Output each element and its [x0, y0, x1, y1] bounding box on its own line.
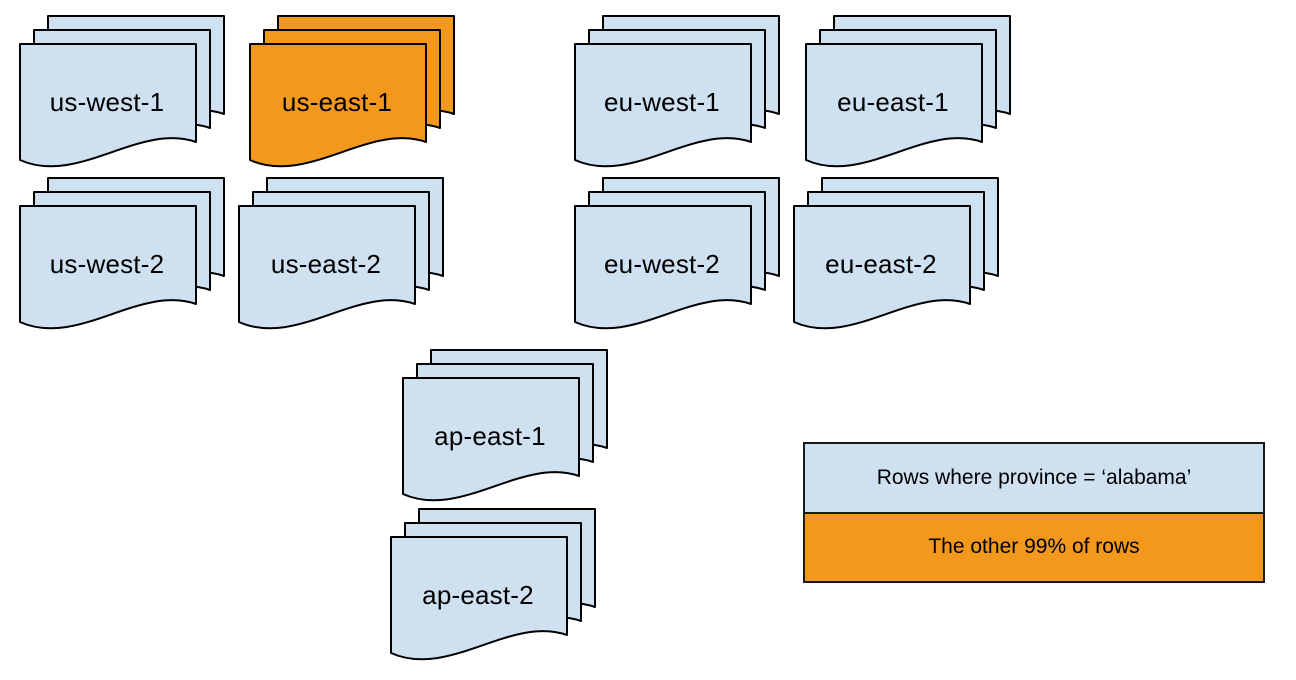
region-label: eu-west-1 [604, 86, 720, 117]
legend: Rows where province = ‘alabama’ The othe… [803, 442, 1265, 583]
document-stack-us-east-2: us-east-2 [238, 177, 444, 339]
region-label: eu-east-2 [825, 248, 937, 279]
region-label: eu-west-2 [604, 248, 720, 279]
region-label: us-west-1 [49, 86, 165, 117]
region-label: eu-east-1 [837, 86, 949, 117]
document-stack-eu-east-1: eu-east-1 [805, 15, 1011, 177]
legend-label: Rows where province = ‘alabama’ [876, 465, 1192, 489]
document-stack-us-west-1: us-west-1 [19, 15, 225, 177]
legend-item-other-rows: The other 99% of rows [805, 513, 1263, 581]
document-stack-eu-west-1: eu-west-1 [574, 15, 780, 177]
legend-label: The other 99% of rows [928, 535, 1140, 559]
document-stack-icon [402, 349, 608, 502]
document-stack-icon [19, 15, 225, 168]
document-stack-icon [19, 177, 225, 330]
document-stack-eu-east-2: eu-east-2 [793, 177, 999, 339]
document-stack-eu-west-2: eu-west-2 [574, 177, 780, 339]
document-stack-icon [574, 177, 780, 330]
document-stack-ap-east-2: ap-east-2 [390, 508, 596, 670]
document-stack-icon [238, 177, 444, 330]
legend-item-alabama-rows: Rows where province = ‘alabama’ [805, 444, 1263, 514]
document-stack-icon [805, 15, 1011, 168]
document-stack-icon [793, 177, 999, 330]
document-stack-icon [390, 508, 596, 661]
region-label: ap-east-2 [422, 579, 534, 610]
document-stack-us-west-2: us-west-2 [19, 177, 225, 339]
document-stack-us-east-1: us-east-1 [249, 15, 455, 177]
document-stack-icon [249, 15, 455, 168]
region-label: us-east-2 [270, 248, 382, 279]
document-stack-icon [574, 15, 780, 168]
region-label: us-east-1 [281, 86, 393, 117]
region-label: us-west-2 [49, 248, 165, 279]
document-stack-ap-east-1: ap-east-1 [402, 349, 608, 511]
region-label: ap-east-1 [434, 420, 546, 451]
